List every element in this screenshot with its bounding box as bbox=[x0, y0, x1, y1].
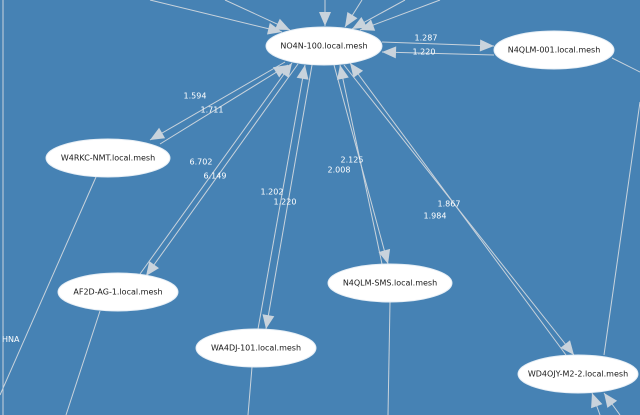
node-wd4ojy-m2-2-shape bbox=[517, 354, 639, 394]
edge-out-w4rkc-down bbox=[0, 176, 97, 396]
edge-out-af2d-down bbox=[65, 310, 101, 415]
hna-label: HNA bbox=[2, 335, 20, 344]
node-wa4dj-101[interactable]: WA4DJ-101.local.mesh bbox=[195, 328, 317, 368]
edge-no4n-w4rkc bbox=[149, 61, 286, 141]
edge-in-top-6-arrowhead bbox=[360, 19, 376, 31]
edge-no4n-wd4ojy-arrowhead bbox=[560, 340, 574, 355]
edge-wd4ojy-no4n-arrowhead bbox=[350, 63, 364, 78]
edge-no4n-n4qlm001 bbox=[381, 41, 495, 47]
edge-in-top-5-arrowhead bbox=[352, 17, 368, 29]
edge-out-wa4dj-down bbox=[247, 366, 253, 415]
node-n4qlm-sms-label: N4QLM-SMS.local.mesh bbox=[343, 279, 437, 288]
edge-af2d-no4n bbox=[139, 62, 293, 275]
edge-label-n4qlmsms-no4n: 2.125 bbox=[341, 156, 364, 165]
edge-in-wd4ojy-bottom-1-arrowhead bbox=[591, 393, 603, 409]
edge-in-wd4ojy-right bbox=[603, 101, 640, 356]
edge-wa4dj-no4n bbox=[257, 64, 306, 330]
node-n4qlm-sms-shape bbox=[327, 263, 453, 303]
edge-no4n-w4rkc-arrowhead bbox=[150, 127, 166, 140]
edge-out-n4qlmsms-down bbox=[387, 301, 391, 415]
node-n4qlm-001[interactable]: N4QLM-001.local.mesh bbox=[493, 30, 615, 70]
edge-af2d-no4n-arrowhead bbox=[278, 63, 292, 78]
edge-no4n-n4qlmsms bbox=[333, 64, 389, 265]
edge-w4rkc-no4n bbox=[159, 64, 289, 145]
edge-n4qlm001-no4n bbox=[381, 51, 495, 56]
edge-no4n-n4qlmsms-arrowhead bbox=[378, 248, 391, 264]
node-n4qlm-001-shape bbox=[493, 30, 615, 70]
edge-no4n-n4qlm001-arrowhead bbox=[479, 39, 494, 52]
node-af2d-ag-1-shape bbox=[57, 272, 179, 312]
nodes-layer: NO4N-100.local.mesh N4QLM-001.local.mesh… bbox=[45, 26, 639, 394]
edge-n4qlmsms-no4n-arrowhead bbox=[337, 65, 349, 80]
edge-no4n-wd4ojy bbox=[343, 64, 575, 356]
edge-label-no4n-wd4ojy: 1.984 bbox=[424, 212, 447, 221]
edge-label-no4n-n4qlm001: 1.287 bbox=[415, 34, 438, 43]
edge-in-wd4ojy-bottom-2-arrowhead bbox=[604, 393, 618, 408]
node-w4rkc-nmt[interactable]: W4RKC-NMT.local.mesh bbox=[45, 138, 171, 178]
edge-in-top-6 bbox=[359, 0, 441, 31]
edge-label-no4n-n4qlmsms: 2.008 bbox=[328, 166, 351, 175]
edge-out-n4qlm001-right bbox=[611, 57, 640, 73]
node-w4rkc-nmt-shape bbox=[45, 138, 171, 178]
edge-no4n-af2d bbox=[145, 63, 299, 277]
node-af2d-ag-1-label: AF2D-AG-1.local.mesh bbox=[73, 288, 162, 297]
edge-in-top-1 bbox=[149, 0, 283, 33]
node-no4n-100-shape bbox=[265, 26, 383, 66]
node-wa4dj-101-shape bbox=[195, 328, 317, 368]
edge-label-no4n-wa4dj: 1.220 bbox=[274, 198, 297, 207]
edge-label-n4qlm001-no4n: 1.220 bbox=[413, 48, 436, 57]
edge-in-top-2-arrowhead bbox=[274, 18, 290, 30]
node-w4rkc-nmt-label: W4RKC-NMT.local.mesh bbox=[61, 154, 155, 163]
node-af2d-ag-1[interactable]: AF2D-AG-1.local.mesh bbox=[57, 272, 179, 312]
node-n4qlm-sms[interactable]: N4QLM-SMS.local.mesh bbox=[327, 263, 453, 303]
edge-in-top-3-arrowhead bbox=[319, 12, 331, 26]
edge-label-wa4dj-no4n: 1.202 bbox=[261, 188, 284, 197]
node-no4n-100-label: NO4N-100.local.mesh bbox=[280, 42, 367, 51]
node-wa4dj-101-label: WA4DJ-101.local.mesh bbox=[211, 344, 301, 353]
node-no4n-100[interactable]: NO4N-100.local.mesh bbox=[265, 26, 383, 66]
edge-label-af2d-no4n: 6.702 bbox=[190, 158, 213, 167]
edge-label-w4rkc-no4n: 1.711 bbox=[201, 106, 224, 115]
edge-no4n-wa4dj bbox=[265, 64, 313, 330]
edge-in-top-4-arrowhead bbox=[345, 12, 358, 27]
node-n4qlm-001-label: N4QLM-001.local.mesh bbox=[508, 46, 601, 55]
edge-label-wd4ojy-no4n: 1.867 bbox=[438, 200, 461, 209]
edge-in-top-1-arrowhead bbox=[267, 22, 282, 35]
edge-no4n-af2d-arrowhead bbox=[146, 261, 159, 276]
edge-labels-layer: 1.287 1.220 1.594 1.711 6.702 6.149 1.20… bbox=[184, 34, 461, 221]
edge-n4qlm001-no4n-arrowhead bbox=[382, 46, 397, 59]
node-wd4ojy-m2-2-label: WD4OJY-M2-2.local.mesh bbox=[528, 370, 628, 379]
edge-label-no4n-w4rkc: 1.594 bbox=[184, 92, 207, 101]
arrowheads-layer bbox=[146, 12, 618, 409]
node-wd4ojy-m2-2[interactable]: WD4OJY-M2-2.local.mesh bbox=[517, 354, 639, 394]
edge-wa4dj-no4n-arrowhead bbox=[296, 65, 309, 80]
edge-no4n-wa4dj-arrowhead bbox=[262, 314, 275, 329]
edge-label-no4n-af2d: 6.149 bbox=[204, 172, 227, 181]
